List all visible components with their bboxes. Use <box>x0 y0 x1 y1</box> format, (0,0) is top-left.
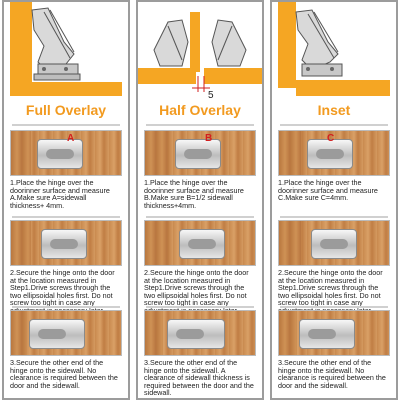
divider <box>12 216 120 218</box>
step-1-photo: A <box>10 130 122 176</box>
step-1-caption: 1.Place the hinge over the doorinner sur… <box>10 178 110 210</box>
column-half-overlay: 5 Half Overlay B 1.Place the hinge over … <box>136 0 264 400</box>
hinge-image <box>311 229 357 259</box>
divider <box>280 216 388 218</box>
gap-label: 5 <box>208 90 214 98</box>
divider <box>146 124 254 126</box>
step-2: 2.Secure the hinge onto the door at the … <box>278 220 390 315</box>
step-3: 3.Secure the other end of the hinge onto… <box>10 310 122 389</box>
hinge-image <box>179 229 225 259</box>
step-1: B 1.Place the hinge over the doorinner s… <box>144 130 256 209</box>
hinge-image <box>167 319 225 349</box>
hinge-image <box>29 319 85 349</box>
step-2-photo <box>10 220 122 266</box>
step-3: 3.Secure the other end of the hinge onto… <box>144 310 256 397</box>
step-3-caption: 3.Secure the other end of the hinge onto… <box>144 358 254 398</box>
divider <box>12 306 120 308</box>
hinge-image <box>37 139 83 169</box>
full-overlay-diagram <box>4 2 128 98</box>
step-3-photo <box>10 310 122 356</box>
step-1-caption: 1.Place the hinge over the doorinner sur… <box>278 178 378 203</box>
step-2-photo <box>278 220 390 266</box>
marker-c: C <box>327 133 335 144</box>
step-1-photo: C <box>278 130 390 176</box>
step-3-photo <box>144 310 256 356</box>
hinge-image <box>41 229 87 259</box>
step-2-photo <box>144 220 256 266</box>
inset-diagram <box>272 2 396 98</box>
marker-a: A <box>67 133 75 144</box>
step-3: 3.Secure the other end of the hinge onto… <box>278 310 390 389</box>
step-3-caption: 3.Secure the other end of the hinge onto… <box>278 358 386 390</box>
divider <box>146 216 254 218</box>
heading-inset: Inset <box>317 102 351 118</box>
hinge-image <box>175 139 221 169</box>
heading-full-overlay: Full Overlay <box>25 102 107 118</box>
heading-half-overlay: Half Overlay <box>159 102 241 118</box>
step-1: A 1.Place the hinge over the doorinner s… <box>10 130 122 209</box>
step-1-caption: 1.Place the hinge over the doorinner sur… <box>144 178 244 210</box>
step-3-photo <box>278 310 390 356</box>
step-2: 2.Secure the hinge onto the door at the … <box>10 220 122 315</box>
divider <box>12 124 120 126</box>
half-overlay-diagram: 5 <box>138 2 262 98</box>
divider <box>280 306 388 308</box>
column-inset: Inset C 1.Place the hinge over the doori… <box>270 0 398 400</box>
step-3-caption: 3.Secure the other end of the hinge onto… <box>10 358 118 390</box>
column-full-overlay: Full Overlay A 1.Place the hinge over th… <box>2 0 130 400</box>
step-2: 2.Secure the hinge onto the door at the … <box>144 220 256 315</box>
step-1: C 1.Place the hinge over the doorinner s… <box>278 130 390 202</box>
divider <box>146 306 254 308</box>
hinge-image <box>307 139 353 169</box>
hinge-image <box>299 319 355 349</box>
marker-b: B <box>205 133 213 144</box>
divider <box>280 124 388 126</box>
step-1-photo: B <box>144 130 256 176</box>
